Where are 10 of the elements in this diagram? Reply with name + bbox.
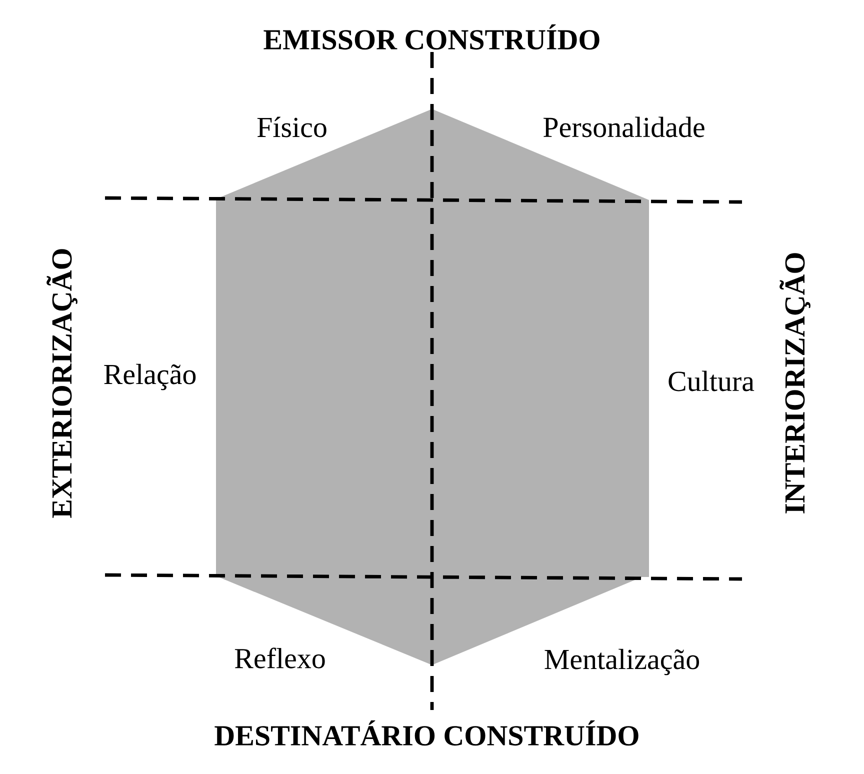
facet-label: Cultura: [668, 370, 754, 392]
facet-label: Físico: [257, 116, 326, 138]
facet-label: Relação: [104, 364, 196, 390]
facet-label: Mentalização: [544, 648, 700, 676]
axis-label: EMISSOR CONSTRUÍDO: [264, 24, 600, 50]
axis-label: EXTERIORIZAÇÃO: [46, 249, 78, 518]
facet-label: Reflexo: [234, 648, 325, 668]
axis-label: INTERIORIZAÇÃO: [780, 253, 810, 514]
axis-label: DESTINATÁRIO CONSTRUÍDO: [214, 720, 638, 746]
facet-label: Personalidade: [544, 116, 704, 138]
